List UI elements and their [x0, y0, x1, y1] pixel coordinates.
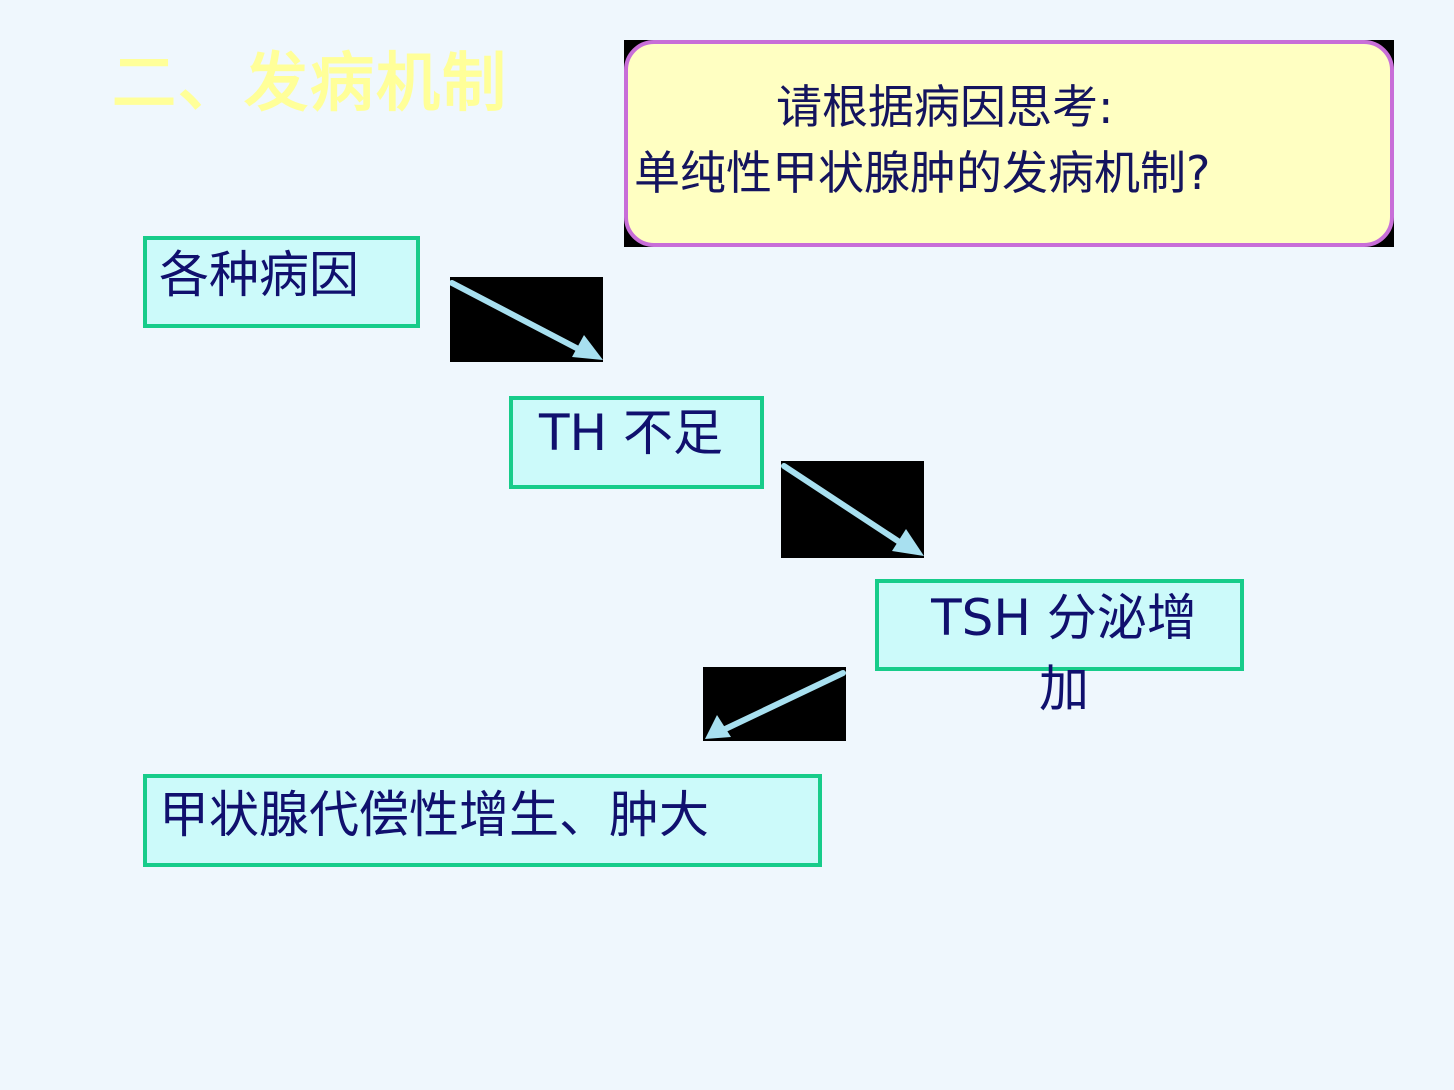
slide-title: 二、发病机制 [112, 47, 508, 121]
flow-step-th-deficiency: TH 不足 [509, 396, 764, 489]
flow-step-label: TH 不足 [539, 404, 724, 462]
flow-step-goiter: 甲状腺代偿性增生、肿大 [143, 774, 822, 867]
callout-question: 单纯性甲状腺肿的发病机制? [634, 146, 1211, 200]
flow-step-label: 甲状腺代偿性增生、肿大 [159, 786, 709, 844]
flow-step-tsh-increase: TSH 分泌增加 [875, 579, 1244, 718]
arrow-th-to-tsh [781, 461, 924, 558]
arrow-down-left-icon [705, 670, 846, 739]
flow-step-label: TSH 分泌增加 [931, 589, 1197, 718]
question-callout-frame: 请根据病因思考: 单纯性甲状腺肿的发病机制? [624, 40, 1394, 247]
arrow-down-right-icon [781, 463, 924, 556]
arrow-tsh-to-goiter [703, 667, 846, 741]
flow-step-causes: 各种病因 [143, 236, 420, 328]
arrow-causes-to-th [450, 277, 603, 362]
callout-prompt: 请根据病因思考: [776, 80, 1114, 134]
arrow-down-right-icon [450, 280, 603, 360]
flow-step-label: 各种病因 [159, 246, 359, 304]
question-callout: 请根据病因思考: 单纯性甲状腺肿的发病机制? [624, 40, 1394, 247]
